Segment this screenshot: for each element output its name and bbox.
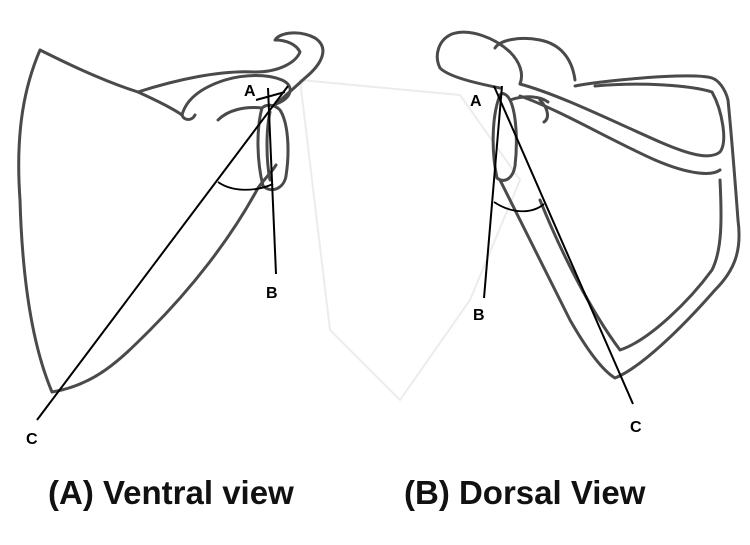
ventral-scapula-body (19, 50, 276, 392)
ventral-view-panel: A B C (19, 33, 323, 448)
dorsal-line-a-c (494, 86, 633, 404)
dorsal-glenoid-fossa (493, 94, 516, 181)
dorsal-label-c: C (630, 419, 642, 436)
dorsal-view-panel: A B C (437, 32, 739, 436)
dorsal-spine-root (540, 100, 547, 122)
ventral-suprascapular-notch (182, 115, 195, 120)
dorsal-angle-arc (494, 202, 544, 211)
dorsal-coracoid-process (495, 38, 575, 80)
ventral-line-a-c (37, 86, 288, 420)
ventral-label-b: B (266, 285, 278, 302)
dorsal-scapula-body (500, 76, 739, 378)
dorsal-infraspinous-fossa (540, 180, 721, 350)
ventral-view-caption: (A) Ventral view (48, 474, 294, 511)
ventral-label-c: C (26, 431, 38, 448)
dorsal-spine-lower (520, 96, 720, 173)
ventral-scapular-neck (218, 108, 262, 121)
dorsal-label-b: B (473, 307, 485, 324)
ventral-glenoid-fossa (258, 105, 288, 189)
dorsal-label-a: A (470, 93, 482, 110)
dorsal-view-caption: (B) Dorsal View (404, 474, 646, 511)
ventral-superior-border (138, 92, 182, 115)
ventral-label-a: A (244, 83, 256, 100)
ventral-acromion (138, 33, 323, 104)
faint-background-outline (300, 80, 520, 400)
